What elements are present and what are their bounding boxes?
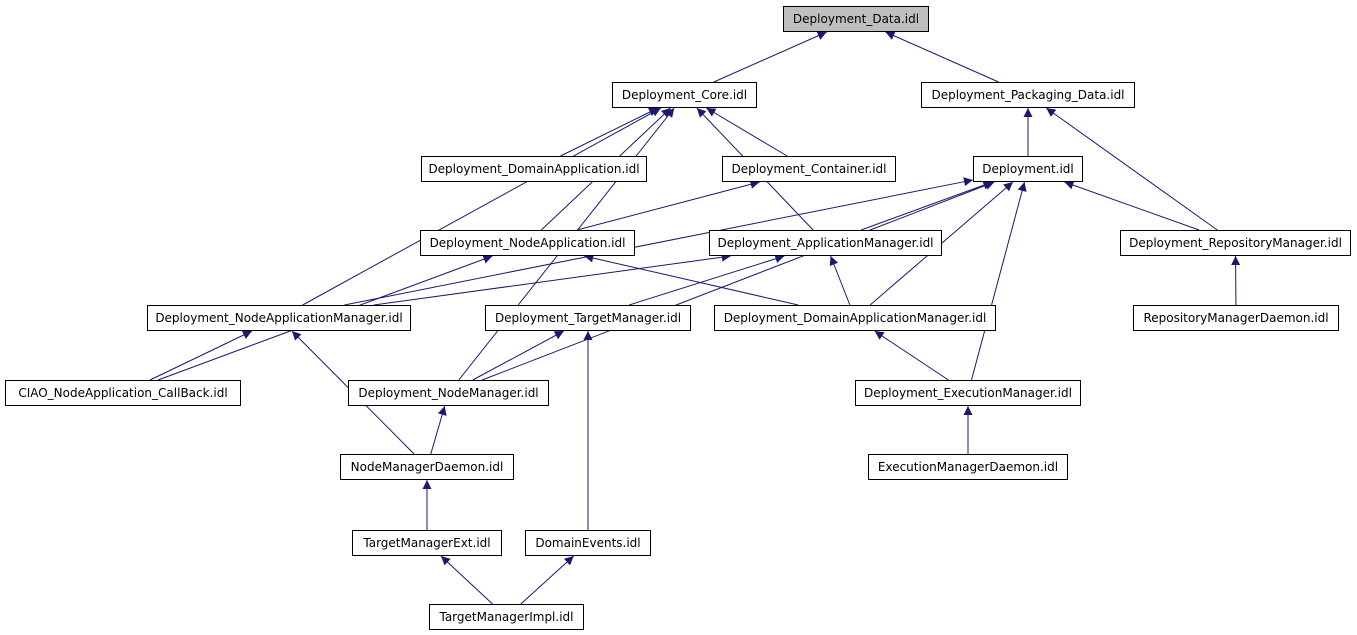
node-deployment[interactable]: Deployment.idl (973, 156, 1083, 182)
node-targetmanagerimpl[interactable]: TargetManagerImpl.idl (429, 604, 584, 630)
node-deployment-nodeapplication[interactable]: Deployment_NodeApplication.idl (420, 230, 635, 256)
node-deployment-packaging-data[interactable]: Deployment_Packaging_Data.idl (921, 82, 1135, 108)
edge-deployment_domainapplicationmanager-to-deployment_applicationmanager (829, 255, 851, 306)
edge-deployment_nodeapplicationmanager-to-deployment_applicationmanager (373, 252, 731, 306)
node-targetmanagerext[interactable]: TargetManagerExt.idl (352, 530, 502, 556)
edge-deployment_nodemanager-to-deployment (481, 181, 995, 381)
node-deployment-repositorymanager[interactable]: Deployment_RepositoryManager.idl (1120, 230, 1351, 256)
edge-deployment_executionmanager-to-deployment (970, 181, 1027, 381)
edge-deployment_core-to-deployment_data (713, 31, 827, 83)
edge-deployment_executionmanager-to-deployment_domainapplicationmanager (874, 330, 949, 381)
node-deployment-applicationmanager[interactable]: Deployment_ApplicationManager.idl (709, 230, 942, 256)
edge-deployment_targetmanager-to-deployment_applicationmanager (629, 254, 785, 306)
node-domainevents[interactable]: DomainEvents.idl (525, 530, 651, 556)
edge-deployment_domainapplicationmanager-to-deployment_nodeapplication (584, 253, 799, 306)
node-ciao-nodeapplication-callback[interactable]: CIAO_NodeApplication_CallBack.idl (5, 380, 241, 406)
edge-deployment_packaging_data-to-deployment_data (885, 31, 999, 83)
edge-deployment_repositorymanager-to-deployment (1064, 180, 1200, 231)
edge-targetmanagerimpl-to-targetmanagerext (440, 555, 493, 605)
node-deployment-targetmanager[interactable]: Deployment_TargetManager.idl (485, 305, 691, 331)
node-nodemanagerdaemon[interactable]: NodeManagerDaemon.idl (340, 454, 514, 480)
node-repositorymanagerdaemon[interactable]: RepositoryManagerDaemon.idl (1133, 305, 1339, 331)
edge-deployment_nodeapplication-to-deployment_container (576, 179, 760, 231)
edge-deployment_container-to-deployment_core (706, 107, 788, 157)
edge-targetmanagerimpl-to-domainevents (520, 555, 575, 605)
edge-deployment_nodemanager-to-deployment_targetmanager (472, 330, 565, 381)
node-deployment-domainapplication[interactable]: Deployment_DomainApplication.idl (421, 156, 647, 182)
edge-deployment_repositorymanager-to-deployment_packaging_data (1045, 107, 1218, 231)
edge-ciao_nodeapplication_callback-to-deployment_nodeapplicationmanager (149, 330, 253, 381)
node-deployment-executionmanager[interactable]: Deployment_ExecutionManager.idl (855, 380, 1081, 406)
node-deployment-data[interactable]: Deployment_Data.idl (783, 6, 929, 32)
edge-deployment_nodeapplicationmanager-to-deployment (344, 177, 974, 306)
edge-nodemanagerdaemon-to-deployment_nodemanager (430, 405, 447, 455)
node-deployment-container[interactable]: Deployment_Container.idl (722, 156, 896, 182)
node-deployment-core[interactable]: Deployment_Core.idl (612, 82, 757, 108)
edge-deployment_nodeapplicationmanager-to-deployment_core (302, 107, 662, 306)
edge-deployment_domainapplication-to-deployment_core (560, 107, 659, 157)
node-executionmanagerdaemon[interactable]: ExecutionManagerDaemon.idl (868, 454, 1068, 480)
node-deployment-nodeapplicationmanager[interactable]: Deployment_NodeApplicationManager.idl (147, 305, 411, 331)
node-deployment-nodemanager[interactable]: Deployment_NodeManager.idl (348, 380, 549, 406)
edge-deployment_applicationmanager-to-deployment (860, 180, 993, 231)
node-deployment-domainapplicationmanager[interactable]: Deployment_DomainApplicationManager.idl (714, 305, 996, 331)
